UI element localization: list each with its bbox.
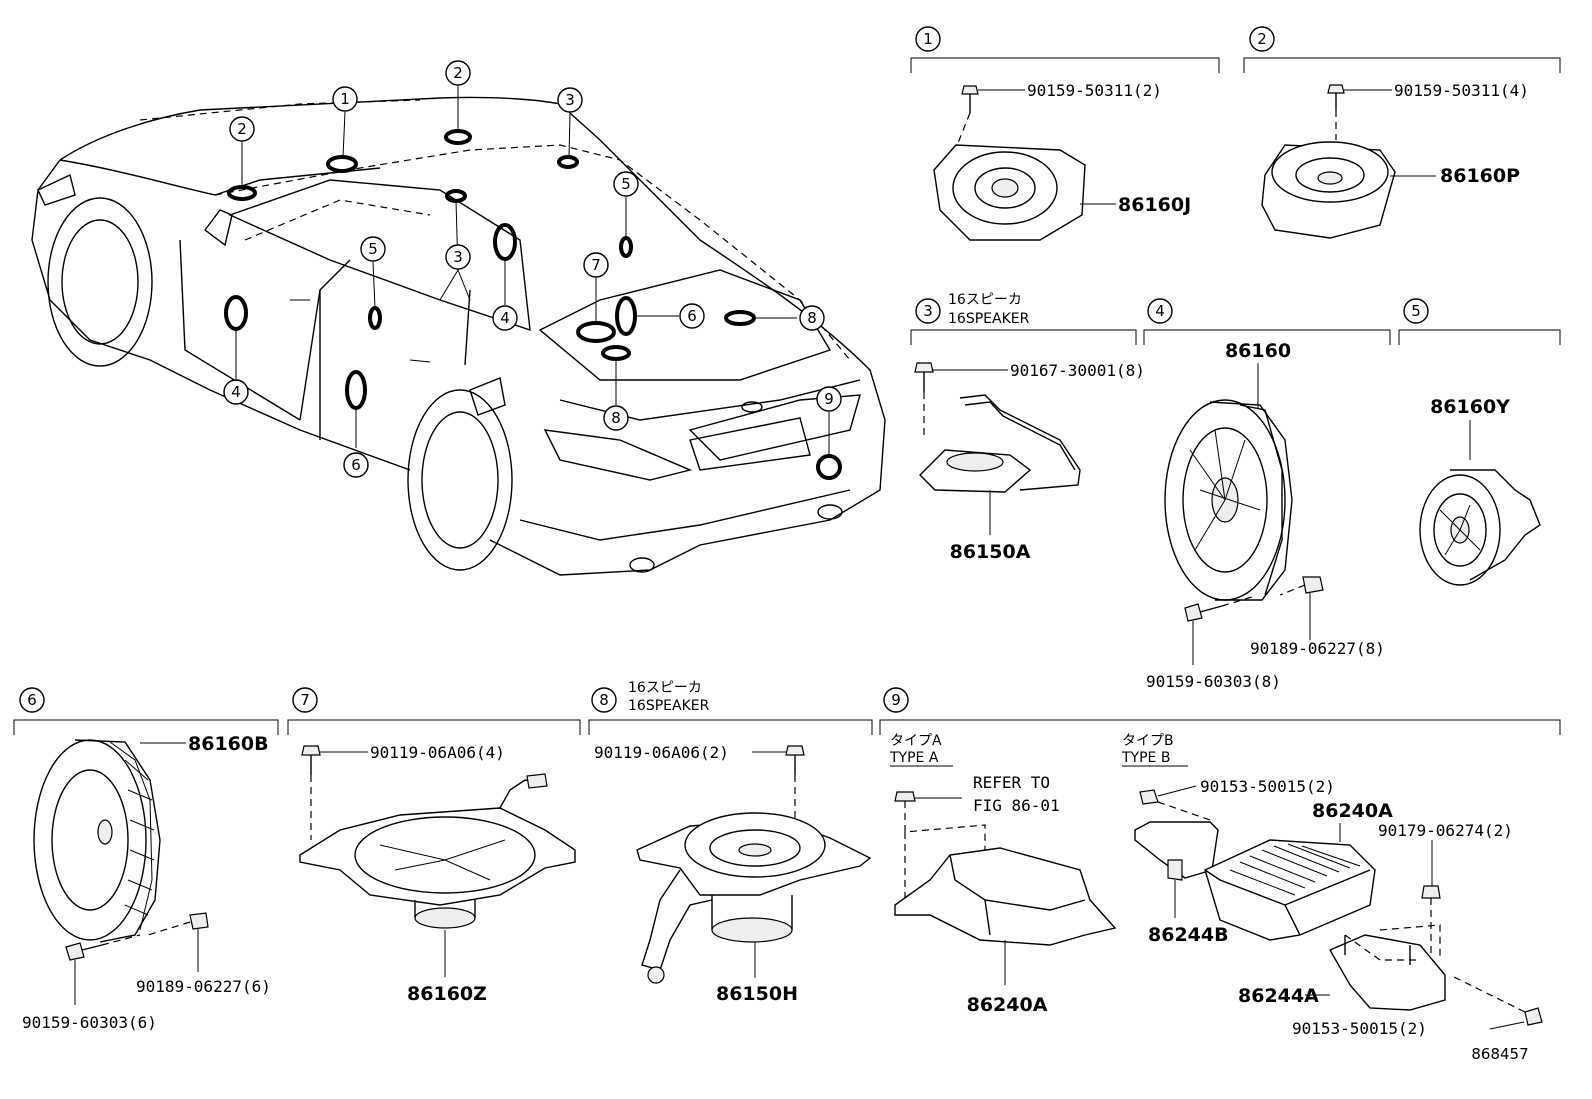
p3-label-jp: 16スピーカ <box>948 292 1022 308</box>
callout-5: 5 <box>621 175 631 193</box>
callout-4: 4 <box>500 309 510 327</box>
p9-refer-1: REFER TO <box>973 773 1050 792</box>
p2-part-label: 86160P <box>1440 165 1520 187</box>
p9-typeA-en: TYPE A <box>889 750 939 766</box>
p5-part-label: 86160Y <box>1430 396 1510 418</box>
p9-typeB-jp: タイプB <box>1122 733 1174 749</box>
p8-part-label: 86150H <box>716 983 798 1005</box>
callout-number: 3 <box>923 302 933 320</box>
p2-screw-label: 90159-50311(4) <box>1394 81 1529 100</box>
p3-part-label: 86150A <box>950 541 1031 563</box>
p6-part-label: 86160B <box>188 733 269 755</box>
callout-2: 2 <box>453 64 463 82</box>
car-illustration <box>31 96 886 576</box>
callout-3b: 3 <box>453 248 463 266</box>
p9-screw-top-label: 90153-50015(2) <box>1200 777 1335 796</box>
callout-number: 8 <box>599 691 609 709</box>
speaker-locations <box>224 129 842 480</box>
figure-number: 868457 <box>1471 1045 1528 1063</box>
p9-amp-label: 86240A <box>1312 800 1393 822</box>
callout-number: 7 <box>300 691 310 709</box>
callout-8b: 8 <box>807 309 817 327</box>
panel-8: 8 16スピーカ 16SPEAKER 90119-06A06(2) 86150H <box>588 680 873 1005</box>
callout-8: 8 <box>611 409 621 427</box>
p6-clip-label: 90189-06227(6) <box>136 977 271 996</box>
p9-screw-bottom-label: 90153-50015(2) <box>1292 1019 1427 1038</box>
car-callouts: 1 2 2 3 3 4 4 5 5 6 6 7 8 8 9 <box>223 60 842 478</box>
p9-refer-2: FIG 86-01 <box>973 796 1060 815</box>
panel-7: 7 90119-06A06(4) 86160Z <box>287 687 581 1005</box>
p3-screw-label: 90167-30001(8) <box>1010 361 1145 380</box>
panel-1: 1 90159-50311(2) 86160J <box>910 26 1220 241</box>
p8-label-en: 16SPEAKER <box>628 698 710 714</box>
p4-screw-label: 90159-60303(8) <box>1146 672 1281 691</box>
callout-1: 1 <box>340 90 350 108</box>
p4-part-label: 86160 <box>1225 340 1291 362</box>
callout-7: 7 <box>591 256 601 274</box>
p1-screw-label: 90159-50311(2) <box>1027 81 1162 100</box>
callout-number: 9 <box>891 691 901 709</box>
panel-6: 6 86160B 90189-06227(6) 90159-60303(6) <box>13 687 279 1032</box>
callout-6b: 6 <box>351 456 361 474</box>
p3-label-en: 16SPEAKER <box>948 311 1030 327</box>
p9-nut-label: 90179-06274(2) <box>1378 821 1513 840</box>
callout-number: 4 <box>1155 302 1165 320</box>
panel-3: 3 16スピーカ 16SPEAKER 90167-30001(8) 86150A <box>910 292 1145 563</box>
callout-number: 5 <box>1411 302 1421 320</box>
p4-clip-label: 90189-06227(8) <box>1250 639 1385 658</box>
p7-part-label: 86160Z <box>407 983 487 1005</box>
p9-typeA-part-label: 86240A <box>967 994 1048 1016</box>
panel-9: 9 タイプA TYPE A REFER TO FIG 86-01 86240A … <box>879 687 1561 1038</box>
p1-part-label: 86160J <box>1118 194 1191 216</box>
p9-typeA-jp: タイプA <box>890 733 942 749</box>
callout-9: 9 <box>824 390 834 408</box>
callout-number: 6 <box>27 691 37 709</box>
p8-label-jp: 16スピーカ <box>628 680 702 696</box>
p9-bracket-b-label: 86244B <box>1148 924 1229 946</box>
callout-leaders <box>235 86 830 456</box>
callout-2b: 2 <box>237 120 247 138</box>
callout-number: 2 <box>1257 30 1267 48</box>
panel-4: 4 86160 90189-06227(8) 90159-60303(8) <box>1143 298 1391 691</box>
p8-screw-label: 90119-06A06(2) <box>594 743 729 762</box>
callout-4b: 4 <box>231 383 241 401</box>
p6-screw-label: 90159-60303(6) <box>22 1013 157 1032</box>
callout-6: 6 <box>687 307 697 325</box>
panel-5: 5 86160Y <box>1398 298 1561 586</box>
callout-3: 3 <box>565 91 575 109</box>
callout-5b: 5 <box>368 240 378 258</box>
p9-typeB-en: TYPE B <box>1121 750 1170 766</box>
callout-number: 1 <box>923 30 933 48</box>
p7-screw-label: 90119-06A06(4) <box>370 743 505 762</box>
panel-2: 2 90159-50311(4) 86160P <box>1243 26 1561 239</box>
p9-bracket-a-label: 86244A <box>1238 985 1319 1007</box>
